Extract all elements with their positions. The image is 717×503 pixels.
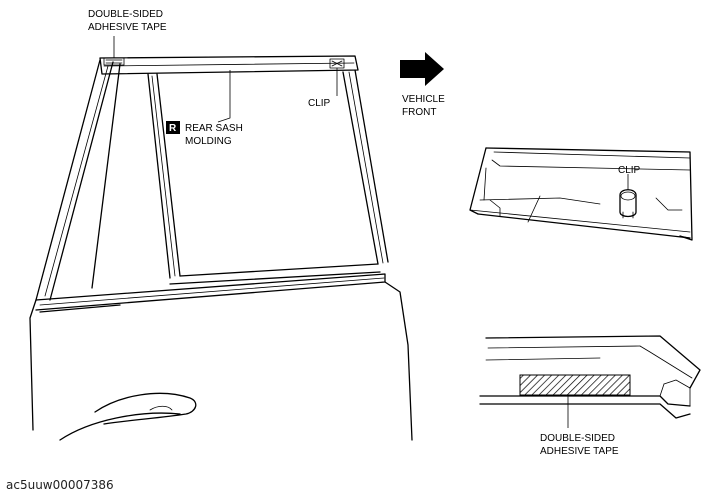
tape-top-label-line2: ADHESIVE TAPE [88,22,167,33]
arrow-right-icon [400,52,444,86]
molding-label-line1: REAR SASH [185,123,243,134]
leader-molding [217,70,231,123]
vehicle-front-label-line2: FRONT [402,107,436,118]
vehicle-front-label-line1: VEHICLE [402,94,445,105]
door-illustration [29,55,413,441]
clip-main-label: CLIP [308,98,331,109]
clip-detail-illustration [469,147,693,241]
figure-code-caption: ac5uuw00007386 [6,478,114,492]
clip-detail-label: CLIP [618,165,641,176]
tape-top-label-line1: DOUBLE-SIDED [88,9,163,20]
r-badge-text: R [169,123,177,134]
molding-label-line2: MOLDING [185,136,232,147]
tape-bottom-label-line2: ADHESIVE TAPE [540,446,619,457]
adhesive-tape-hatch [519,374,631,396]
tape-detail-illustration [479,335,701,419]
tape-bottom-label-line1: DOUBLE-SIDED [540,433,615,444]
r-badge [166,121,180,134]
